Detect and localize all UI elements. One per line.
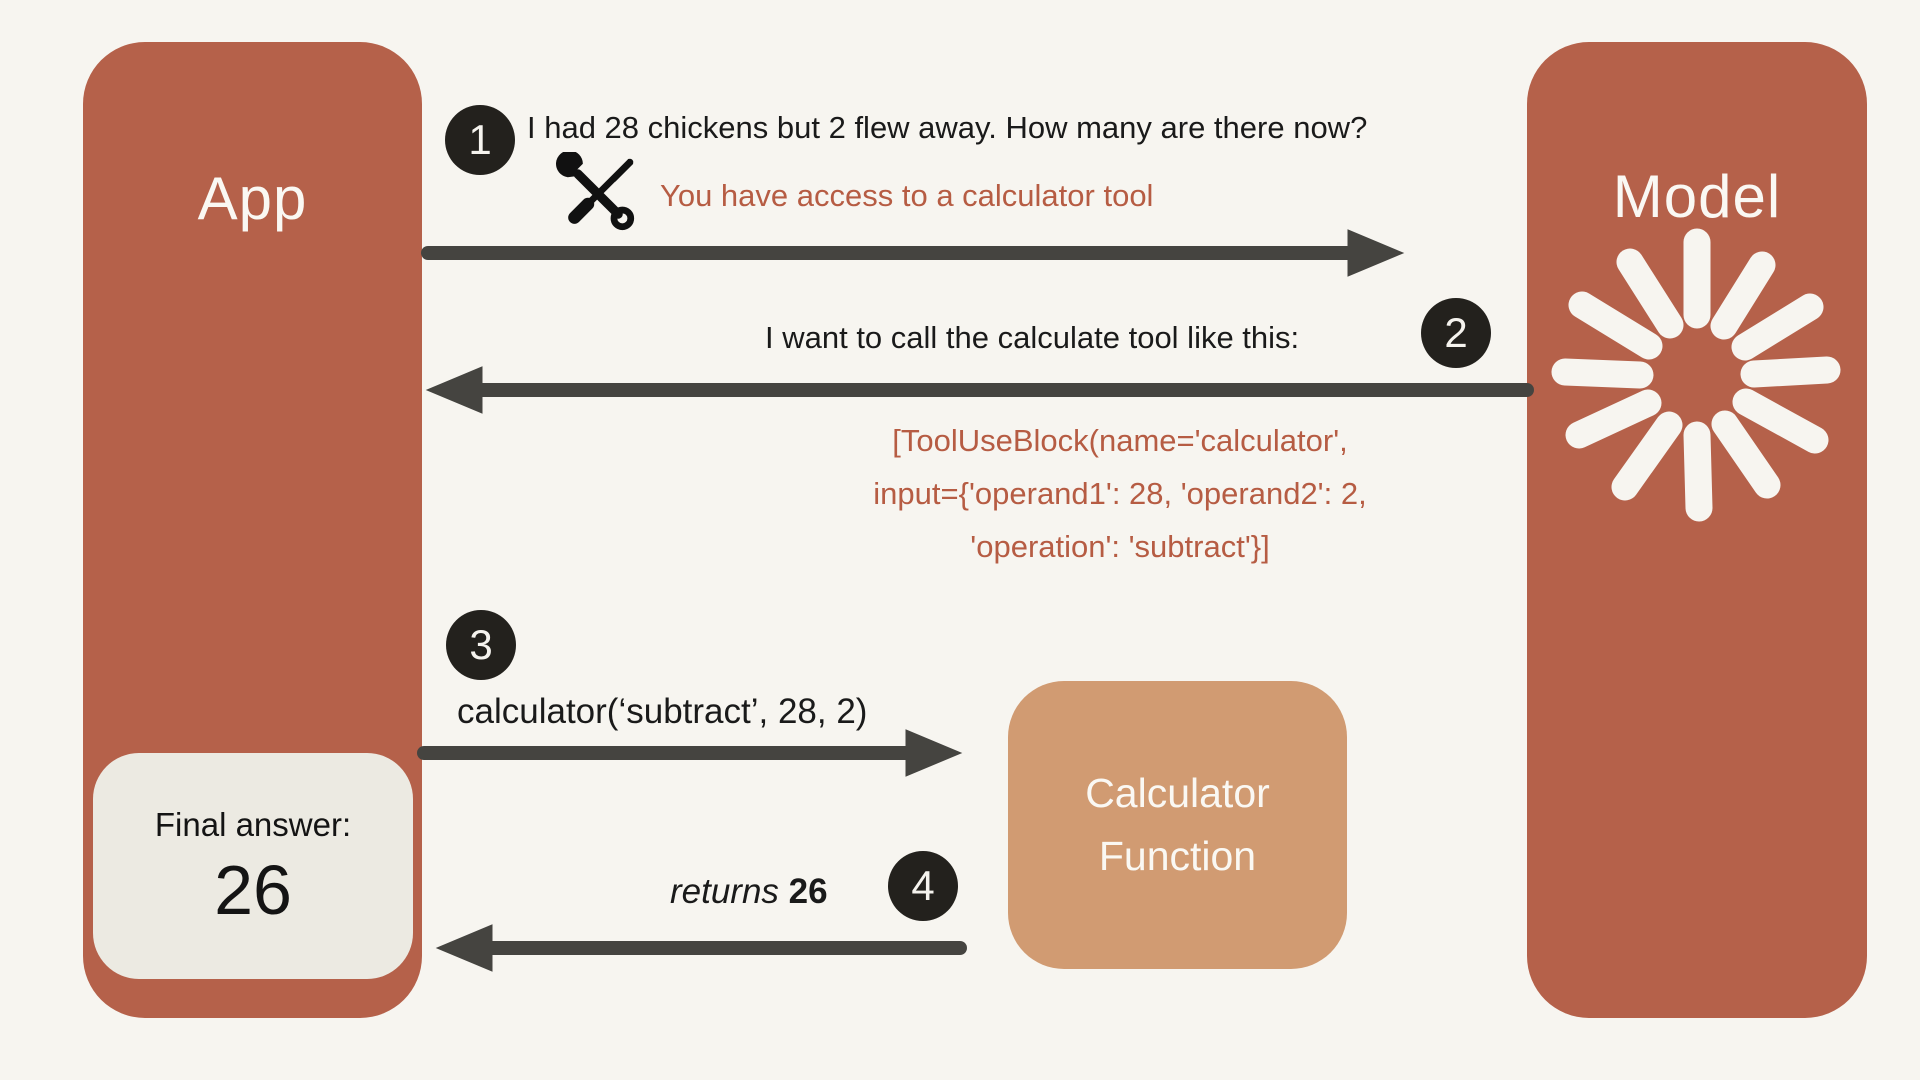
calculator-label-line2: Function [1098, 833, 1257, 879]
tool-use-code-line3: 'operation': 'subtract'}] [970, 529, 1270, 564]
claude-spark-icon [1551, 228, 1841, 522]
final-answer-value: 26 [214, 850, 292, 929]
returns-value: 26 [788, 872, 828, 911]
step1-message: I had 28 chickens but 2 flew away. How m… [527, 110, 1368, 145]
calculator-panel: Calculator Function [1008, 681, 1347, 969]
tool-use-code-line2: input={'operand1': 28, 'operand2': 2, [873, 476, 1367, 511]
step4-returns: returns 26 [670, 872, 828, 912]
step2-badge: 2 [1421, 298, 1491, 368]
arrow-app-to-model-head [1347, 229, 1405, 277]
app-label: App [197, 165, 308, 232]
calculator-label-line1: Calculator [1085, 770, 1270, 816]
step2-message: I want to call the calculate tool like t… [765, 320, 1300, 355]
model-panel: Model [1527, 42, 1867, 1018]
model-label: Model [1612, 163, 1782, 230]
arrow-app-to-calculator-head [905, 729, 963, 777]
arrow-model-to-app-head [425, 366, 483, 414]
final-answer-card: Final answer: 26 [93, 753, 413, 979]
tools-icon [556, 152, 635, 231]
arrow-calculator-to-app-head [435, 924, 493, 972]
tool-use-code-line1: [ToolUseBlock(name='calculator', [892, 423, 1348, 458]
final-answer-label: Final answer: [154, 805, 352, 843]
step2-tool-use-code: [ToolUseBlock(name='calculator', input={… [820, 414, 1420, 573]
step3-call: calculator(‘subtract’, 28, 2) [457, 692, 868, 731]
step1-badge: 1 [445, 105, 515, 175]
step3-badge: 3 [446, 610, 516, 680]
returns-label: returns [670, 872, 779, 911]
step4-badge: 4 [888, 851, 958, 921]
step1-system-prompt: You have access to a calculator tool [660, 178, 1154, 213]
